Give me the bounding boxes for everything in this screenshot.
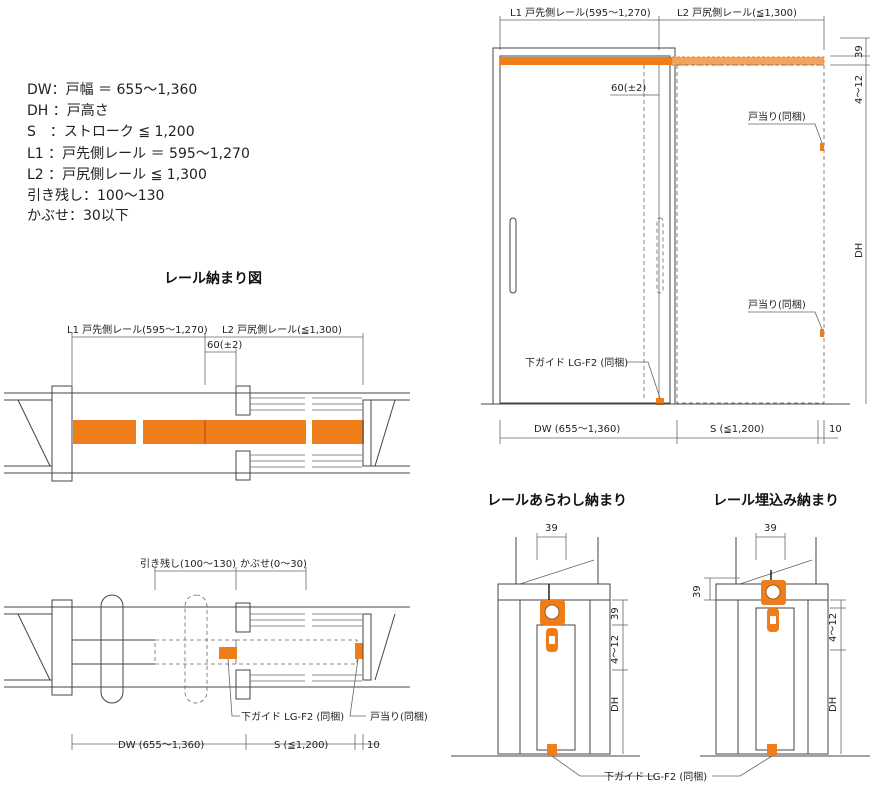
elevation-guide-label: 下ガイド LG-F2 (同梱): [525, 356, 628, 369]
section-exposed-width-dim: 39: [545, 523, 558, 534]
section-embedded-width-dim: 39: [764, 523, 777, 534]
elevation-l2-label: L2 戸尻側レール(≦1,300): [677, 6, 797, 19]
rail-segment: [143, 420, 236, 444]
elevation-stop-top: [820, 143, 824, 151]
door-stop-marker: [355, 643, 363, 659]
section-embedded-height-dim: 39: [692, 585, 703, 598]
spec-l1: L1 ：戸先側レール ＝ 595～1,270: [27, 146, 250, 162]
door-plan-guide-label: 下ガイド LG-F2 (同梱): [241, 710, 344, 723]
elevation-dh-label: DH: [854, 243, 865, 258]
spec-dh: DH ：戸高さ: [27, 103, 109, 119]
section-exposed-drawing: 39 39 4～12 DH: [451, 523, 640, 757]
door-plan-drawing: 引き残し(100～130) かぶせ(0～30) 下ガイ: [4, 557, 428, 751]
door-plan-s-label: S (≦1,200): [274, 740, 328, 751]
section-exposed-height-dim: 39: [610, 607, 621, 620]
rail-hidden-part: [671, 56, 825, 66]
elevation-guide-marker: [656, 398, 664, 405]
section-embedded-drawing: 39 39 4～12 DH: [692, 523, 870, 757]
elevation-s-label: S (≦1,200): [710, 424, 764, 435]
sections-guide-label: 下ガイド LG-F2 (同梱): [604, 770, 707, 783]
rail-plan-l1-label: L1 戸先側レール(595～1,270): [67, 323, 208, 336]
section-embedded-title: レール埋込み納まり: [713, 493, 839, 509]
section-embedded-guide: [767, 744, 777, 756]
elevation-dw-label: DW (655～1,360): [534, 424, 620, 435]
section-exposed-clearance-dim: 4～12: [610, 635, 621, 664]
elevation-l1-label: L1 戸先側レール(595～1,270): [510, 6, 651, 19]
section-exposed-dh-label: DH: [610, 697, 621, 712]
door-plan-stop-label: 戸当り(同梱): [370, 710, 428, 723]
spec-kabuse: かぶせ：30以下: [27, 208, 129, 224]
rail-plan-gap-label: 60(±2): [207, 340, 242, 351]
rail-segment: [73, 420, 136, 444]
elevation-gap-label: 60(±2): [611, 83, 646, 94]
rail-plan-l2-label: L2 戸尻側レール(≦1,300): [222, 323, 342, 336]
section-embedded-dh-label: DH: [828, 697, 839, 712]
rail-exposed-part: [500, 57, 672, 65]
rail-plan-drawing: L1 戸先側レール(595～1,270) L2 戸尻側レール(≦1,300) 6…: [4, 323, 410, 482]
section-exposed-title: レールあらわし納まり: [487, 493, 627, 509]
section-exposed-guide: [547, 744, 557, 756]
door-plan-kabuse-label: かぶせ(0～30): [240, 558, 307, 570]
elevation-stop-top-label: 戸当り(同梱): [748, 110, 806, 123]
lower-guide-marker: [219, 647, 237, 659]
elevation-clearance-dim: 4～12: [854, 75, 865, 104]
elevation-end-label: 10: [829, 424, 842, 435]
section-embedded-clearance-dim: 4～12: [828, 613, 839, 642]
spec-l2: L2 ：戸尻側レール ≦ 1,300: [27, 167, 207, 183]
spec-s: S ：ストローク ≦ 1,200: [27, 124, 195, 140]
spec-hikinokoshi: 引き残し：100～130: [27, 188, 165, 204]
door-plan-hikinokoshi-label: 引き残し(100～130): [140, 557, 236, 570]
rail-segment: [236, 420, 306, 444]
elevation-drawing: L1 戸先側レール(595～1,270) L2 戸尻側レール(≦1,300) 6…: [481, 6, 870, 444]
elevation-stop-bottom: [820, 329, 824, 337]
elevation-top-dim: 39: [854, 45, 865, 58]
door-plan-end-label: 10: [367, 740, 380, 751]
elevation-stop-bottom-label: 戸当り(同梱): [748, 298, 806, 311]
rail-plan-title: レール納まり図: [164, 271, 262, 287]
sections-guide-leader: [551, 755, 655, 777]
door-plan-dw-label: DW (655～1,360): [118, 740, 204, 751]
rail-segment: [312, 420, 364, 444]
spec-dw: DW：戸幅 ＝ 655～1,360: [27, 82, 198, 98]
